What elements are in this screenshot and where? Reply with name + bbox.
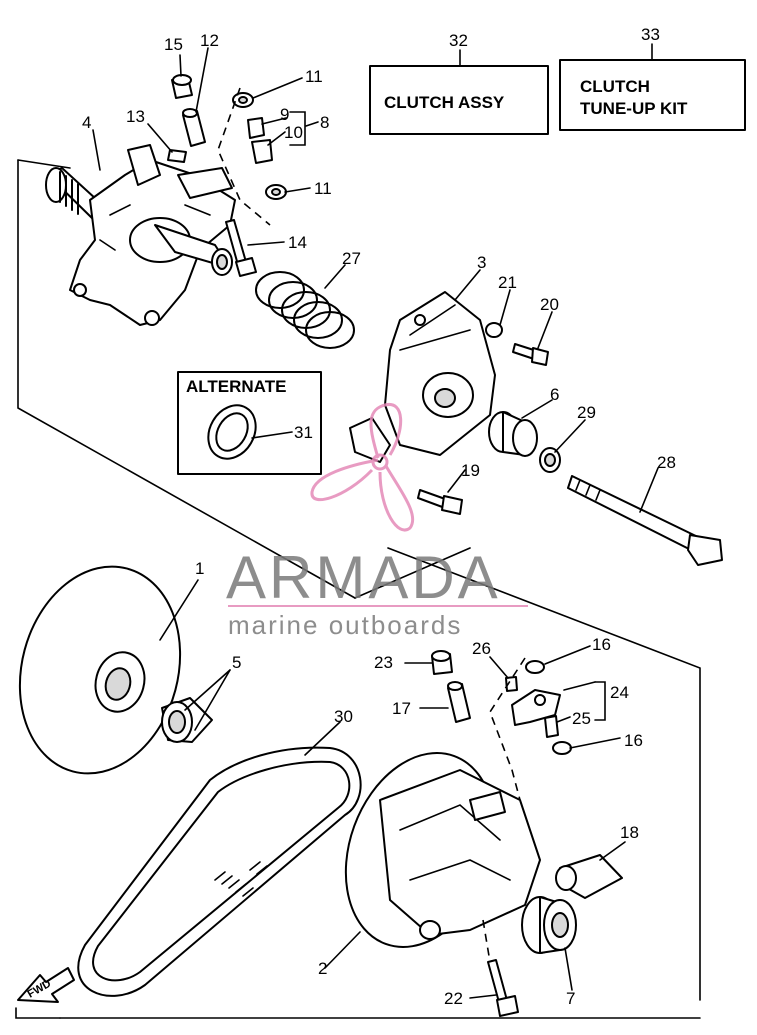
part-number-16-bottom: 16 — [624, 731, 643, 750]
part-23-nut — [431, 650, 453, 675]
part-number-31: 31 — [294, 423, 313, 442]
part-30-drive-belt — [77, 746, 362, 997]
part-14-bolt — [225, 219, 257, 277]
part-number-28: 28 — [657, 453, 676, 472]
leader-lines — [92, 43, 659, 999]
clutch-assy-box: CLUTCH ASSY — [369, 65, 549, 135]
part-number-8: 8 — [320, 113, 329, 132]
part-27-spring — [255, 271, 355, 349]
part-number-30: 30 — [334, 707, 353, 726]
part-number-23: 23 — [374, 653, 393, 672]
part-12-pin — [182, 108, 206, 147]
part-number-27: 27 — [342, 249, 361, 268]
part-19-bolt — [417, 489, 463, 515]
part-number-2: 2 — [318, 959, 327, 978]
part-number-14: 14 — [288, 233, 307, 252]
part-number-16-top: 16 — [592, 635, 611, 654]
part-13-pin — [167, 149, 187, 163]
armada-watermark: ARMADA marine outboards — [226, 403, 528, 640]
part-25-pin — [544, 715, 559, 738]
part-29-ring — [539, 447, 561, 473]
part-number-4: 4 — [82, 113, 91, 132]
part-11-washer-mid — [265, 184, 287, 200]
tune-up-kit-box: CLUTCH TUNE-UP KIT — [559, 59, 746, 131]
part-number-11-mid: 11 — [314, 179, 332, 198]
part-number-12: 12 — [200, 31, 219, 50]
part-number-6: 6 — [550, 385, 559, 404]
part-number-21: 21 — [498, 273, 517, 292]
watermark-subtitle: marine outboards — [228, 610, 462, 640]
part-number-25: 25 — [572, 709, 591, 728]
part-number-17: 17 — [392, 699, 411, 718]
part-number-32: 32 — [449, 31, 468, 50]
part-number-11-top: 11 — [305, 67, 323, 86]
part-1-sheave-disk — [18, 565, 182, 775]
watermark-title: ARMADA — [226, 544, 501, 611]
part-6-bushing — [488, 411, 538, 457]
part-21-nut — [485, 322, 503, 338]
fwd-arrow: FWD — [17, 967, 75, 1003]
part-16-washer-top — [525, 660, 545, 674]
part-16-washer-bottom — [552, 741, 572, 755]
part-28-long-bolt — [567, 475, 723, 566]
part-18-shoe — [555, 854, 623, 899]
part-22-bolt — [487, 959, 519, 1017]
frame-lines — [15, 159, 701, 1019]
part-4-fixed-sheave-hub — [45, 144, 236, 326]
watermark-propeller-icon — [310, 403, 415, 532]
part-number-18: 18 — [620, 823, 639, 842]
part-number-15: 15 — [164, 35, 183, 54]
part-7-bushing — [521, 896, 577, 954]
part-24-weight — [511, 689, 561, 726]
part-9-10-weight — [247, 117, 273, 164]
tune-up-kit-label-1: CLUTCH — [580, 77, 650, 96]
part-number-3: 3 — [477, 253, 486, 272]
part-number-13: 13 — [126, 107, 145, 126]
part-number-24: 24 — [610, 683, 629, 702]
part-number-19: 19 — [461, 461, 480, 480]
clutch-assy-label: CLUTCH ASSY — [384, 93, 505, 112]
part-number-33: 33 — [641, 25, 660, 44]
part-number-1: 1 — [195, 559, 204, 578]
part-number-20: 20 — [540, 295, 559, 314]
part-number-5: 5 — [232, 653, 241, 672]
part-number-22: 22 — [444, 989, 463, 1008]
part-20-screw — [512, 343, 549, 366]
part-5-bushings — [161, 697, 213, 743]
part-numbers: 15 12 11 13 4 9 10 8 11 14 27 3 21 20 6 … — [82, 25, 676, 1008]
part-3-spider-cover — [349, 291, 496, 463]
part-number-10: 10 — [284, 123, 303, 142]
part-15-nut — [171, 74, 193, 99]
tune-up-kit-label-2: TUNE-UP KIT — [580, 99, 688, 118]
part-2-movable-sheave — [344, 752, 541, 948]
part-number-9: 9 — [280, 105, 289, 124]
part-number-26: 26 — [472, 639, 491, 658]
part-11-washer-top — [232, 92, 254, 108]
part-17-pin — [447, 681, 471, 723]
alternate-label: ALTERNATE — [186, 377, 286, 396]
part-number-7: 7 — [566, 989, 575, 1008]
alternate-box: ALTERNATE — [177, 371, 322, 475]
part-number-29: 29 — [577, 403, 596, 422]
